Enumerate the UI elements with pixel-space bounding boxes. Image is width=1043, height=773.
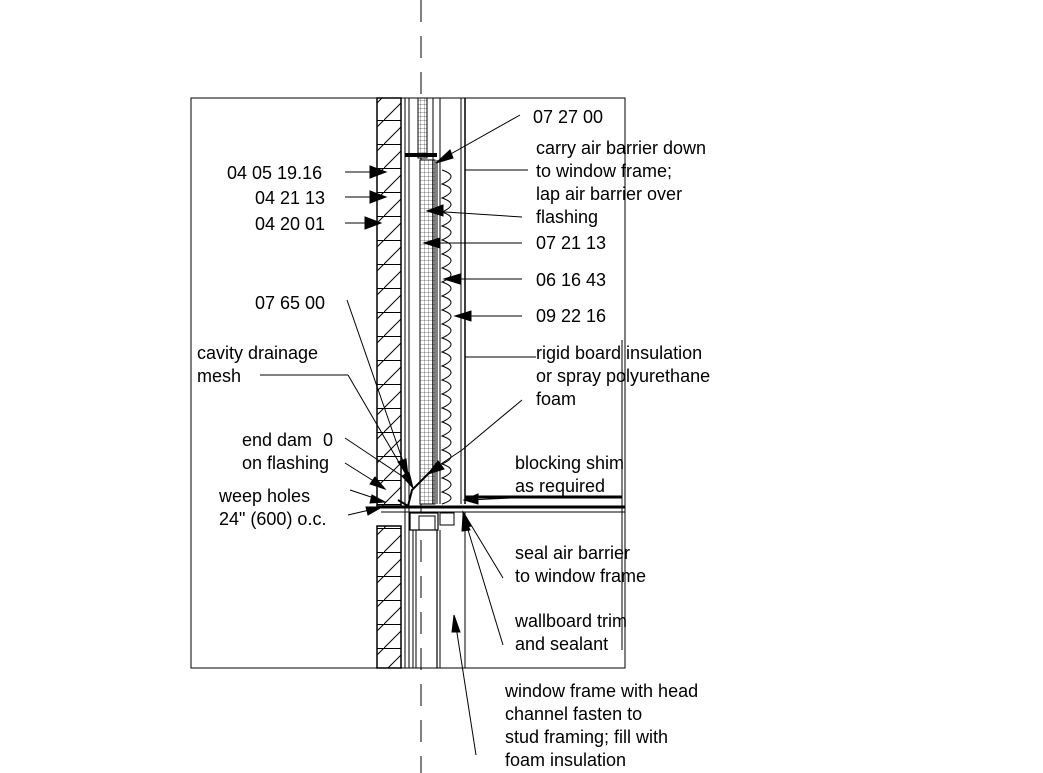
- label-042113: 04 21 13: [255, 188, 325, 208]
- svg-text:lap air barrier over: lap air barrier over: [536, 184, 682, 204]
- label-092216: 09 22 16: [536, 306, 606, 326]
- svg-text:24" (600) o.c.: 24" (600) o.c.: [219, 509, 326, 529]
- brick-veneer: [376, 97, 402, 669]
- svg-text:window frame with head: window frame with head: [504, 681, 698, 701]
- svg-text:mesh: mesh: [197, 366, 241, 386]
- label-076500: 07 65 00: [255, 293, 325, 313]
- svg-text:channel fasten to: channel fasten to: [505, 704, 642, 724]
- label-rigid-board: rigid board insulation or spray polyuret…: [536, 343, 710, 409]
- svg-text:foam insulation: foam insulation: [505, 750, 626, 770]
- svg-text:end dam: end dam: [242, 430, 312, 450]
- label-061643: 06 16 43: [536, 270, 606, 290]
- label-weep-holes: weep holes 24" (600) o.c.: [218, 486, 326, 529]
- svg-text:flashing: flashing: [536, 207, 598, 227]
- svg-text:carry air barrier down: carry air barrier down: [536, 138, 706, 158]
- svg-text:or spray polyurethane: or spray polyurethane: [536, 366, 710, 386]
- svg-text:blocking shim: blocking shim: [515, 453, 624, 473]
- label-blocking-shim: blocking shim as required: [515, 453, 624, 496]
- svg-text:to window frame: to window frame: [515, 566, 646, 586]
- label-seal-air-barrier: seal air barrier to window frame: [515, 543, 646, 586]
- svg-text:as required: as required: [515, 476, 605, 496]
- leaders-left: [260, 165, 414, 516]
- zigzag-batt-insulation-icon: [440, 169, 452, 505]
- detail-border: [190, 97, 626, 669]
- wall-layers: [404, 97, 466, 668]
- svg-text:to window frame;: to window frame;: [536, 161, 672, 181]
- leaders-right: [422, 114, 623, 756]
- label-window-frame: window frame with head channel fasten to…: [504, 681, 698, 770]
- svg-text:weep holes: weep holes: [218, 486, 310, 506]
- window-frame: [412, 512, 466, 668]
- svg-text:on flashing: on flashing: [242, 453, 329, 473]
- label-072700: 07 27 00: [533, 107, 603, 127]
- label-072113: 07 21 13: [536, 233, 606, 253]
- svg-text:stud framing; fill with: stud framing; fill with: [505, 727, 668, 747]
- svg-text:wallboard trim: wallboard trim: [514, 611, 627, 631]
- label-cavity-drainage: cavity drainage mesh: [197, 343, 318, 386]
- svg-text:foam: foam: [536, 389, 576, 409]
- svg-text:seal air barrier: seal air barrier: [515, 543, 630, 563]
- label-end-dam: end dam 0 on flashing: [242, 430, 333, 473]
- label-042001: 04 20 01: [255, 214, 325, 234]
- label-040519: 04 05 19.16: [227, 163, 322, 183]
- window-head: [381, 469, 625, 531]
- svg-text:and sealant: and sealant: [515, 634, 608, 654]
- label-wallboard-trim: wallboard trim and sealant: [514, 611, 627, 654]
- svg-text:rigid board insulation: rigid board insulation: [536, 343, 702, 363]
- label-carry-air-barrier: carry air barrier down to window frame; …: [536, 138, 706, 227]
- svg-text:0: 0: [323, 430, 333, 450]
- svg-text:cavity drainage: cavity drainage: [197, 343, 318, 363]
